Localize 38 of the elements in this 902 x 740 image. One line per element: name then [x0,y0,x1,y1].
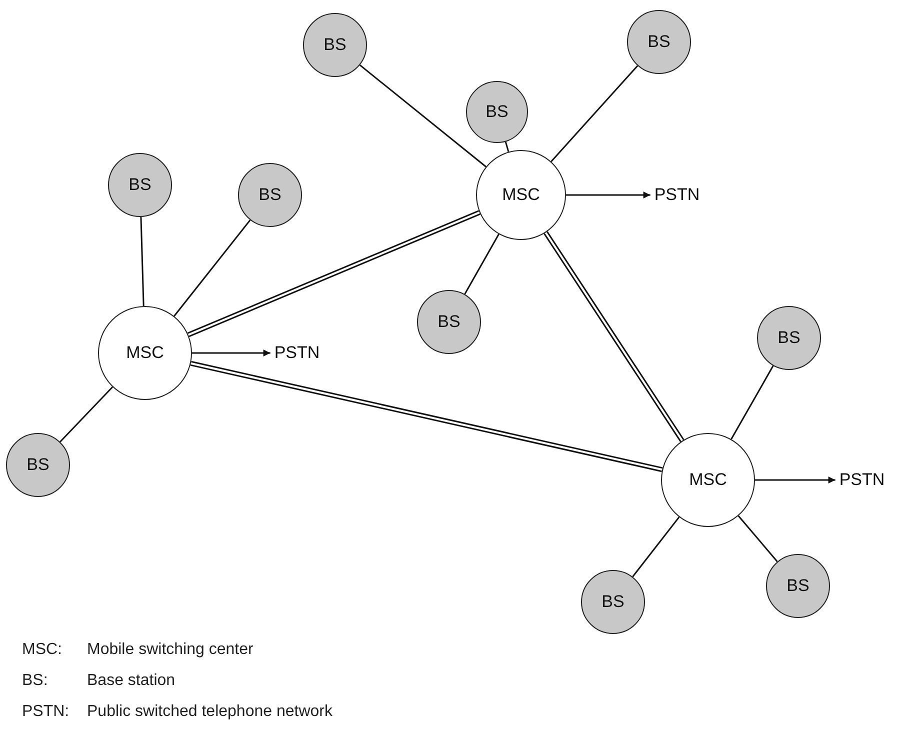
link-line [504,142,510,152]
network-label: PSTN [637,183,717,207]
base-station-circle: BS [466,81,528,143]
switching-center-circle: MSC [98,306,192,400]
base-station-circle: BS [6,433,70,497]
base-station-circle: BS [108,153,172,217]
base-station-circle: BS [303,13,367,77]
base-station-circle: BS [581,570,645,634]
arrow [566,192,650,198]
link-line [738,515,778,562]
link-line [60,386,114,442]
switching-center-circle: MSC [476,150,566,240]
link-line [550,65,638,162]
network-label: PSTN [257,341,337,365]
switching-center-circle: MSC [661,433,755,527]
arrow [755,476,836,484]
legend-definition: Base station [87,672,176,690]
base-station-circle: BS [417,290,481,354]
double-trunk-line [190,360,663,472]
link-line [174,220,251,317]
link-line [359,64,486,168]
legend-abbreviation: BS: [22,672,48,690]
base-station-circle: BS [627,10,691,74]
legend-abbreviation: MSC: [22,641,62,659]
base-station-circle: BS [757,306,821,370]
legend-abbreviation: PSTN: [22,703,70,721]
base-station-circle: BS [766,554,830,618]
legend-definition: Mobile switching center [87,641,254,659]
network-label: PSTN [822,468,902,492]
arrow [192,350,270,356]
legend-definition: Public switched telephone network [87,703,332,721]
double-trunk-line [187,210,480,338]
double-trunk-line [544,231,684,442]
link-line [632,516,680,578]
link-line [730,365,774,440]
base-station-circle: BS [238,163,302,227]
link-line [464,234,500,295]
link-line [140,216,144,306]
